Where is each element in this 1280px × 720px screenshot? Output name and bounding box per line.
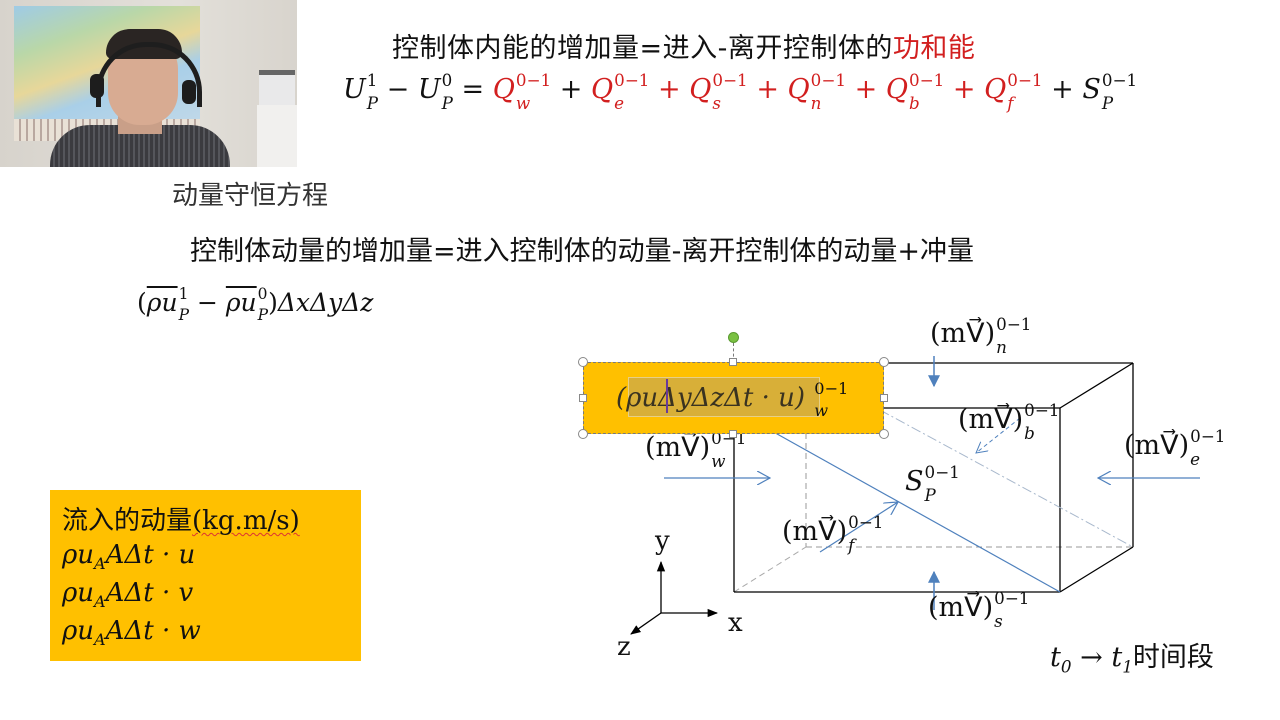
eq-sym: U (343, 74, 366, 106)
paren: ( (137, 288, 147, 317)
eq-sup: 0 (441, 69, 453, 90)
eq-plus: + (952, 74, 976, 106)
rotation-handle-stem (733, 343, 734, 362)
text-cursor (666, 379, 668, 413)
inflow-x: ρuAAΔt · u (62, 540, 196, 574)
resize-handle-bottom-left[interactable] (578, 429, 588, 439)
inflow-y: ρuAAΔt · v (62, 578, 194, 612)
time-segment-label: t0 → t1时间段 (1050, 642, 1214, 677)
section-title: 动量守恒方程 (172, 181, 329, 211)
eq-sym: U (417, 74, 441, 106)
momentum-flux-west: (mV⃗)0−1w (645, 429, 746, 471)
presenter-webcam (0, 0, 297, 167)
eq-plus: + (756, 74, 779, 106)
resize-handle-right[interactable] (880, 394, 888, 402)
resize-handle-left[interactable] (579, 394, 587, 402)
headset-earcup-right (182, 80, 196, 104)
inflow-z: ρuAAΔt · w (62, 616, 201, 650)
resize-handle-top[interactable] (729, 358, 737, 366)
inflow-heading: 流入的动量(kg.m/s) (62, 506, 300, 536)
eq-plus: + (658, 74, 681, 106)
resize-handle-top-right[interactable] (879, 357, 889, 367)
axis-x-label: x (728, 608, 743, 638)
eq-sub: P (441, 92, 453, 113)
rho-u-bar: ρu (225, 288, 257, 317)
text-selection-highlight (628, 377, 820, 417)
paren: ) (268, 288, 278, 317)
eq-sup: 1 (366, 69, 378, 90)
eq-plus: + (1051, 74, 1074, 106)
volume-term: ΔxΔyΔz (277, 288, 374, 317)
axis-z-label: z (617, 632, 631, 662)
momentum-statement: 控制体动量的增加量=进入控制体的动量-离开控制体的动量+冲量 (190, 236, 974, 267)
resize-handle-top-left[interactable] (578, 357, 588, 367)
rotate-handle[interactable] (728, 332, 739, 343)
rho-u-bar: ρu (146, 288, 178, 317)
eq-sub: P (366, 92, 379, 113)
resize-handle-bottom-right[interactable] (879, 429, 889, 439)
unit-spellcheck: (kg.m/s) (192, 506, 300, 536)
eq-plus: + (854, 74, 878, 106)
eq-plus: + (559, 74, 583, 106)
inflow-momentum-box[interactable]: 流入的动量(kg.m/s) ρuAAΔt · u ρuAAΔt · v ρuAA… (50, 490, 361, 661)
minus: − (189, 288, 226, 317)
energy-statement-text: 控制体内能的增加量=进入-离开控制体的 (392, 33, 893, 64)
energy-statement: 控制体内能的增加量=进入-离开控制体的功和能 (392, 26, 975, 65)
cabinet (257, 105, 297, 167)
eq-minus: − (386, 74, 410, 106)
headset-earcup-left (90, 74, 104, 98)
resize-handle-bottom[interactable] (729, 430, 737, 438)
axis-y-label: y (655, 526, 670, 556)
energy-statement-highlight: 功和能 (892, 33, 976, 64)
printer (259, 70, 295, 111)
eq-equals: = (461, 74, 485, 106)
